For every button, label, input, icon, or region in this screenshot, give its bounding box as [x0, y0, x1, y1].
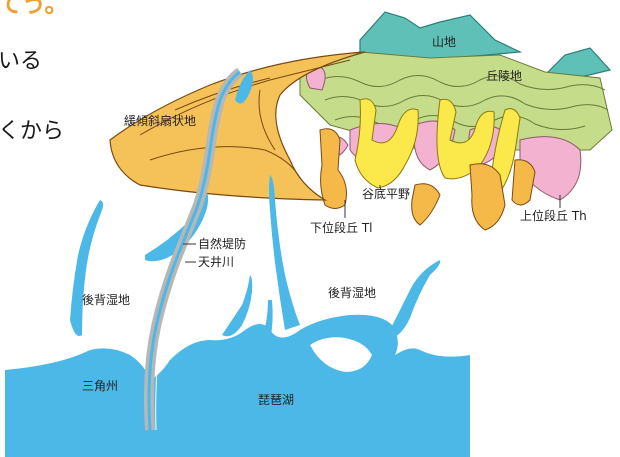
label-backmarsh-left: 後背湿地	[82, 292, 130, 307]
label-backmarsh-right: 後背湿地	[328, 285, 376, 300]
label-raised-river: 天井川	[198, 255, 234, 269]
body-line-2: くから	[0, 119, 64, 144]
lower-terraces	[319, 128, 536, 231]
label-gentle-fan: 緩傾斜扇状地	[124, 113, 196, 128]
label-lake: 琵琶湖	[258, 392, 294, 407]
alluvial-fan	[109, 51, 366, 201]
water-bodies	[5, 70, 470, 457]
label-lower-terrace: 下位段丘 Tl	[310, 220, 372, 235]
label-upper-terrace: 上位段丘 Th	[520, 208, 587, 223]
body-line-1: いる	[0, 49, 42, 74]
label-mountain: 山地	[432, 35, 456, 49]
label-delta: 三角州	[82, 379, 118, 393]
valley-plains	[354, 98, 521, 193]
raised-river	[144, 67, 243, 431]
label-valley-plain: 谷底平野	[362, 186, 410, 201]
heading-fragment: てう。	[0, 0, 69, 18]
leader-lines	[183, 185, 561, 263]
label-natural-levee: 自然堤防	[198, 236, 246, 251]
label-hills: 丘陵地	[486, 69, 522, 83]
